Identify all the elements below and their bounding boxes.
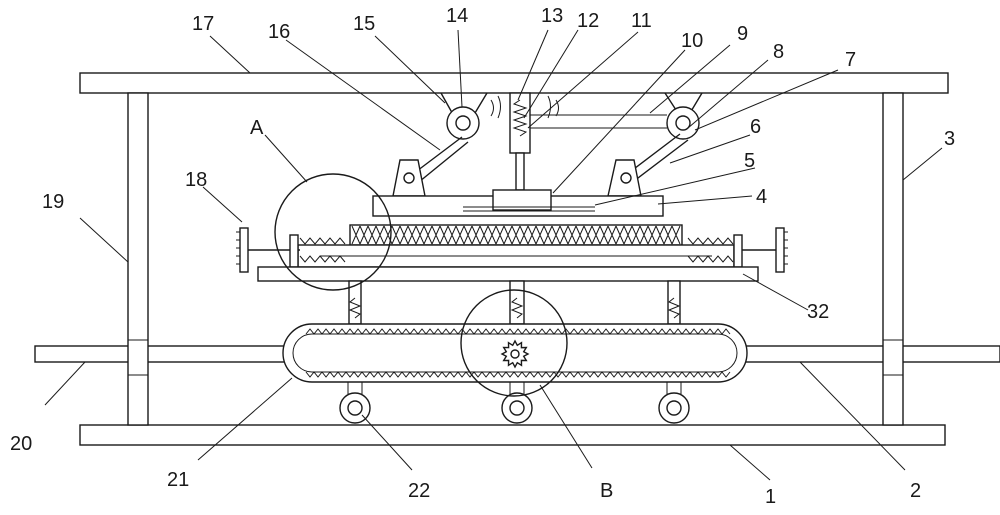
label-1: 1 xyxy=(765,486,776,508)
label-12: 12 xyxy=(577,10,599,32)
roller-center xyxy=(501,381,533,424)
label-14: 14 xyxy=(446,5,468,27)
lower-clamp-frame xyxy=(297,244,735,268)
roller-left xyxy=(339,381,371,424)
label-9: 9 xyxy=(737,23,748,45)
left-pulley-bracket xyxy=(440,92,488,140)
spring-housing xyxy=(509,92,531,154)
label-7: 7 xyxy=(845,49,856,71)
base-bar xyxy=(79,424,946,446)
support-platform xyxy=(257,266,759,282)
left-post xyxy=(127,92,149,426)
label-22: 22 xyxy=(408,480,430,502)
label-17: 17 xyxy=(192,13,214,35)
spring-post-right xyxy=(667,280,681,325)
detail-circle-b xyxy=(460,289,568,397)
label-18: 18 xyxy=(185,169,207,191)
label-20: 20 xyxy=(10,433,32,455)
slider-block xyxy=(492,189,552,211)
textured-band xyxy=(349,224,683,246)
right-post xyxy=(882,92,904,426)
cable-left xyxy=(490,95,501,119)
spring-post-center xyxy=(509,280,525,325)
vertical-rod xyxy=(515,152,525,191)
label-19: 19 xyxy=(42,191,64,213)
label-8: 8 xyxy=(773,41,784,63)
roller-right xyxy=(658,381,690,424)
label-B: B xyxy=(600,480,613,502)
right-pulley-bracket xyxy=(664,92,703,140)
label-A: A xyxy=(250,117,264,139)
label-21: 21 xyxy=(167,469,189,491)
label-13: 13 xyxy=(541,5,563,27)
label-5: 5 xyxy=(744,150,755,172)
right-screw-assembly xyxy=(687,227,788,273)
left-screw-assembly xyxy=(236,227,346,273)
detail-circle-a xyxy=(274,173,392,291)
label-3: 3 xyxy=(944,128,955,150)
label-32: 32 xyxy=(807,301,829,323)
top-frame-bar xyxy=(79,72,949,94)
label-10: 10 xyxy=(681,30,703,52)
label-16: 16 xyxy=(268,21,290,43)
right-link-arm xyxy=(607,133,689,197)
leader-lines xyxy=(44,29,943,481)
drive-gear xyxy=(500,339,530,369)
left-link-arm xyxy=(392,136,469,197)
label-6: 6 xyxy=(750,116,761,138)
label-11: 11 xyxy=(631,10,652,32)
label-2: 2 xyxy=(910,480,921,502)
label-15: 15 xyxy=(353,13,375,35)
label-4: 4 xyxy=(756,186,767,208)
